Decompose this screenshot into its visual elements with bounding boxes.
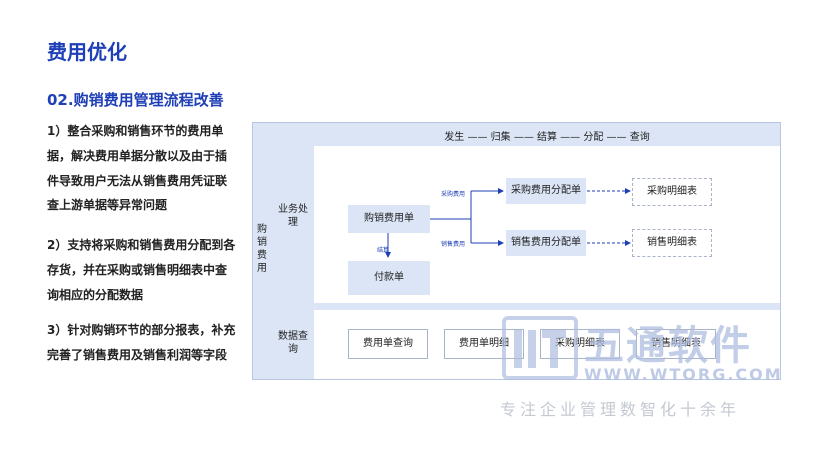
watermark-logo-icon	[502, 316, 578, 380]
paragraph-3: 3）针对购销环节的部分报表，补充完善了销售费用及销售利润等字段	[47, 323, 236, 362]
query-expense-detail: 费用单明细	[444, 329, 524, 359]
query-sales-detail: 销售明细表	[636, 329, 716, 359]
watermark-url: WWW.WTORG.COM	[584, 365, 783, 384]
paragraph-1: 1）整合采购和销售环节的费用单据，解决费用单据分散以及由于插件导致用户无法从销售…	[47, 124, 228, 213]
stage-header: 发生 —— 归集 —— 结算 —— 分配 —— 查询	[444, 132, 650, 143]
connectors	[385, 188, 631, 258]
query-expense-doc: 费用单查询	[348, 329, 428, 359]
row2-label: 数据查询	[278, 331, 308, 355]
node-purchase-alloc: 采购费用分配单	[506, 178, 586, 204]
node-expense-doc: 购销费用单	[348, 205, 430, 233]
section-title: 02.购销费用管理流程改善	[47, 91, 224, 109]
paragraph-2: 2）支持将采购和销售费用分配到各存货，并在采购或销售明细表中查询相应的分配数据	[47, 238, 236, 302]
watermark-brand: 五通软件	[584, 323, 752, 369]
node-sales-detail: 销售明细表	[632, 229, 712, 257]
watermark-slogan: 专注企业管理数智化十余年	[500, 400, 741, 419]
header-band	[314, 123, 780, 146]
row1-label: 业务处理	[278, 204, 308, 228]
row-label-band	[271, 123, 314, 379]
edge-label-settle: 结算	[377, 247, 390, 254]
node-payment: 付款单	[348, 261, 430, 295]
node-purchase-detail: 采购明细表	[632, 178, 712, 206]
node-sales-alloc: 销售费用分配单	[506, 230, 586, 256]
edge-label-sales: 销售费用	[441, 241, 466, 248]
left-band	[253, 123, 271, 379]
divider-band	[314, 303, 780, 310]
left-label: 购销费用	[257, 224, 267, 274]
edge-label-purchase: 采购费用	[441, 191, 466, 198]
process-diagram: 购销费用 业务处理 数据查询 发生 —— 归集 —— 结算 —— 分配 —— 查…	[252, 122, 781, 380]
page-title: 费用优化	[47, 40, 127, 64]
